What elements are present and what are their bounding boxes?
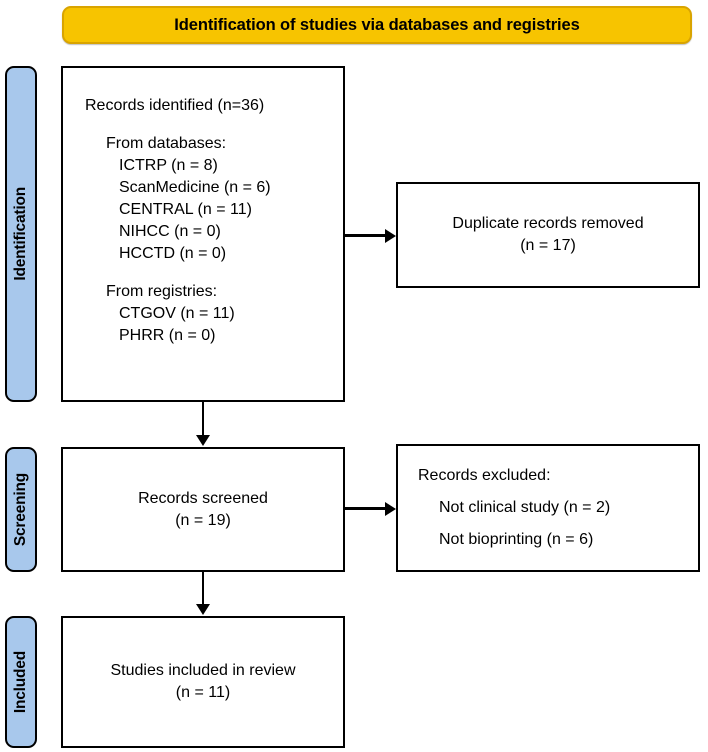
- from-registries-heading: From registries:: [106, 283, 218, 300]
- header-banner-title: Identification of studies via databases …: [174, 15, 580, 34]
- arrowhead-identified-to-duplicates: [385, 228, 396, 243]
- stage-pill-identification: Identification: [5, 66, 37, 402]
- stage-pill-screening-label: Screening: [12, 472, 29, 547]
- database-item-hcctd: HCCTD (n = 0): [119, 245, 227, 262]
- records-screened-count: (n = 19): [175, 511, 231, 529]
- from-databases-heading: From databases:: [106, 135, 227, 152]
- database-item-nihcc: NIHCC (n = 0): [119, 223, 221, 240]
- exclusion-reason-not-clinical-study: Not clinical study (n = 2): [439, 499, 611, 516]
- records-excluded-content: Records excluded: Not clinical study (n …: [398, 446, 698, 570]
- records-identified-content: Records identified (n=36) From databases…: [63, 68, 343, 400]
- arrowhead-identified-to-screened: [195, 435, 210, 446]
- studies-included-content: Studies included in review (n = 11): [63, 618, 343, 746]
- duplicate-records-content: Duplicate records removed (n = 17): [398, 184, 698, 286]
- connector-identified-to-duplicates: [345, 234, 387, 237]
- arrowhead-screened-to-included: [195, 604, 210, 615]
- box-duplicate-records-removed: Duplicate records removed (n = 17): [396, 182, 700, 288]
- connector-screened-to-excluded: [345, 507, 387, 510]
- connector-screened-to-included: [201, 572, 204, 605]
- database-item-ictrp: ICTRP (n = 8): [119, 157, 218, 174]
- box-records-excluded: Records excluded: Not clinical study (n …: [396, 444, 700, 572]
- exclusion-reason-not-bioprinting: Not bioprinting (n = 6): [439, 531, 594, 548]
- database-item-central: CENTRAL (n = 11): [119, 201, 252, 218]
- records-excluded-heading: Records excluded:: [418, 467, 551, 484]
- stage-pill-included: Included: [5, 616, 37, 748]
- stage-pill-screening: Screening: [5, 447, 37, 572]
- stage-pill-identification-label: Identification: [12, 187, 29, 281]
- header-banner: Identification of studies via databases …: [62, 6, 692, 44]
- registry-item-ctgov: CTGOV (n = 11): [119, 305, 235, 322]
- box-studies-included: Studies included in review (n = 11): [61, 616, 345, 748]
- database-item-scanmedicine: ScanMedicine (n = 6): [119, 179, 271, 196]
- duplicate-records-label: Duplicate records removed: [452, 215, 644, 232]
- connector-identified-to-screened: [201, 402, 204, 436]
- studies-included-count: (n = 11): [175, 684, 231, 701]
- registry-item-phrr: PHRR (n = 0): [119, 327, 216, 344]
- box-records-identified: Records identified (n=36) From databases…: [61, 66, 345, 402]
- records-screened-label: Records screened: [138, 489, 268, 507]
- arrowhead-screened-to-excluded: [385, 501, 396, 516]
- records-identified-heading: Records identified (n=36): [85, 97, 265, 114]
- stage-pill-included-label: Included: [12, 650, 29, 714]
- duplicate-records-count: (n = 17): [520, 237, 576, 254]
- records-screened-content: Records screened (n = 19): [63, 449, 343, 570]
- box-records-screened: Records screened (n = 19): [61, 447, 345, 572]
- studies-included-label: Studies included in review: [110, 662, 296, 679]
